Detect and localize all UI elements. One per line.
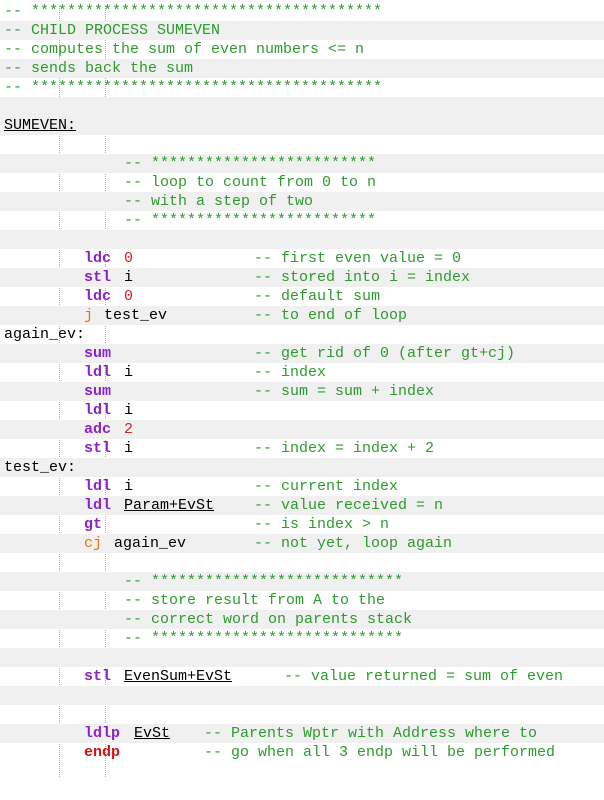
line-comment: -- is index > n <box>254 516 390 533</box>
opcode: ldl <box>84 364 112 381</box>
comment-line: -- *************************************… <box>4 79 383 96</box>
operand: i <box>124 478 134 495</box>
opcode: j <box>84 307 94 324</box>
operand: 0 <box>124 250 134 267</box>
line-comment: -- Parents Wptr with Address where to <box>204 725 538 742</box>
comment-line: -- **************************** <box>124 573 404 590</box>
operand: i <box>124 440 134 457</box>
comment-line: -- computes the sum of even numbers <= n <box>4 41 365 58</box>
comment-line: -- **************************** <box>124 630 404 647</box>
line-comment: -- default sum <box>254 288 381 305</box>
line-comment: -- stored into i = index <box>254 269 471 286</box>
opcode: stl <box>84 440 112 457</box>
opcode: ldc <box>84 250 112 267</box>
code-line: gt -- is index > n <box>0 515 604 534</box>
opcode: ldl <box>84 497 112 514</box>
opcode: adc <box>84 421 112 438</box>
line-comment: -- sum = sum + index <box>254 383 435 400</box>
operand: i <box>124 364 134 381</box>
line-comment: -- current index <box>254 478 399 495</box>
code-line: ldl Param+EvSt -- value received = n <box>0 496 604 515</box>
code-line: ldl i <box>0 401 604 420</box>
comment-line: -- *************************************… <box>4 3 383 20</box>
comment-line: -- with a step of two <box>124 193 314 210</box>
opcode: ldc <box>84 288 112 305</box>
label-test-ev[interactable]: test_ev: <box>4 459 77 476</box>
line-comment: -- value returned = sum of even <box>284 668 564 685</box>
opcode: sum <box>84 383 112 400</box>
operand-link[interactable]: EvenSum+EvSt <box>124 668 233 685</box>
opcode: ldlp <box>84 725 121 742</box>
code-line: ldc 0 -- default sum <box>0 287 604 306</box>
label-sumeven[interactable]: SUMEVEN: <box>4 117 77 134</box>
code-line: ldc 0 -- first even value = 0 <box>0 249 604 268</box>
code-line: adc 2 <box>0 420 604 439</box>
code-line: sum -- sum = sum + index <box>0 382 604 401</box>
line-comment: -- go when all 3 endp will be performed <box>204 744 556 761</box>
line-comment: -- get rid of 0 (after gt+cj) <box>254 345 516 362</box>
line-comment: -- value received = n <box>254 497 444 514</box>
comment-line: -- store result from A to the <box>124 592 386 609</box>
code-line: ldlp EvSt -- Parents Wptr with Address w… <box>0 724 604 743</box>
code-line: sum -- get rid of 0 (after gt+cj) <box>0 344 604 363</box>
operand: 2 <box>124 421 134 438</box>
operand-link[interactable]: EvSt <box>134 725 171 742</box>
code-line: ldl i -- current index <box>0 477 604 496</box>
operand-link[interactable]: Param+EvSt <box>124 497 215 514</box>
comment-line: -- correct word on parents stack <box>124 611 413 628</box>
opcode: stl <box>84 269 112 286</box>
line-comment: -- not yet, loop again <box>254 535 453 552</box>
comment-line: -- ************************* <box>124 212 377 229</box>
comment-line: -- loop to count from 0 to n <box>124 174 377 191</box>
label-again-ev[interactable]: again_ev: <box>4 326 86 343</box>
operand: i <box>124 269 134 286</box>
operand: again_ev <box>114 535 187 552</box>
opcode: cj <box>84 535 103 552</box>
code-line: stl EvenSum+EvSt -- value returned = sum… <box>0 667 604 686</box>
code-line: j test_ev -- to end of loop <box>0 306 604 325</box>
code-line: ldl i -- index <box>0 363 604 382</box>
opcode: sum <box>84 345 112 362</box>
operand: i <box>124 402 134 419</box>
comment-line: -- sends back the sum <box>4 60 194 77</box>
opcode: gt <box>84 516 103 533</box>
line-comment: -- index = index + 2 <box>254 440 435 457</box>
opcode: ldl <box>84 478 112 495</box>
opcode: ldl <box>84 402 112 419</box>
operand: test_ev <box>104 307 168 324</box>
comment-line: -- ************************* <box>124 155 377 172</box>
comment-line: -- CHILD PROCESS SUMEVEN <box>4 22 221 39</box>
opcode: stl <box>84 668 112 685</box>
code-line: stl i -- index = index + 2 <box>0 439 604 458</box>
code-line: stl i -- stored into i = index <box>0 268 604 287</box>
operand: 0 <box>124 288 134 305</box>
code-editor: { "header_comments": [ "-- *************… <box>0 3 604 777</box>
code-line: endp -- go when all 3 endp will be perfo… <box>0 743 604 762</box>
line-comment: -- first even value = 0 <box>254 250 462 267</box>
line-comment: -- to end of loop <box>254 307 408 324</box>
opcode: endp <box>84 744 121 761</box>
line-comment: -- index <box>254 364 327 381</box>
code-line: cj again_ev -- not yet, loop again <box>0 534 604 553</box>
